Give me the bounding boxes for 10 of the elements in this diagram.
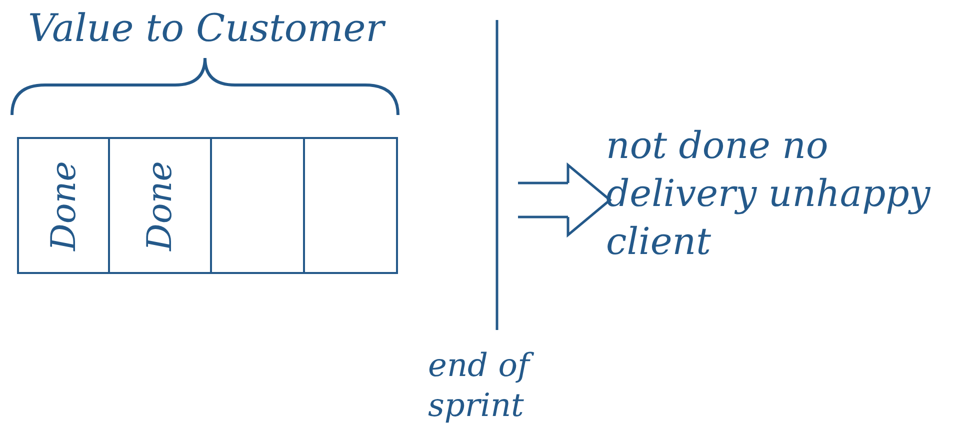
task-box bbox=[303, 137, 398, 274]
heading-text: Value to Customer bbox=[28, 5, 387, 51]
annotation-text: end of sprint bbox=[428, 345, 558, 425]
status-text: Done bbox=[44, 160, 84, 250]
task-box bbox=[17, 137, 110, 274]
task-box bbox=[210, 137, 305, 274]
status-text: Done bbox=[140, 160, 180, 250]
task-box bbox=[108, 137, 212, 274]
outcome-text: not done no delivery unhappy client bbox=[606, 122, 971, 272]
arrow bbox=[516, 164, 612, 236]
